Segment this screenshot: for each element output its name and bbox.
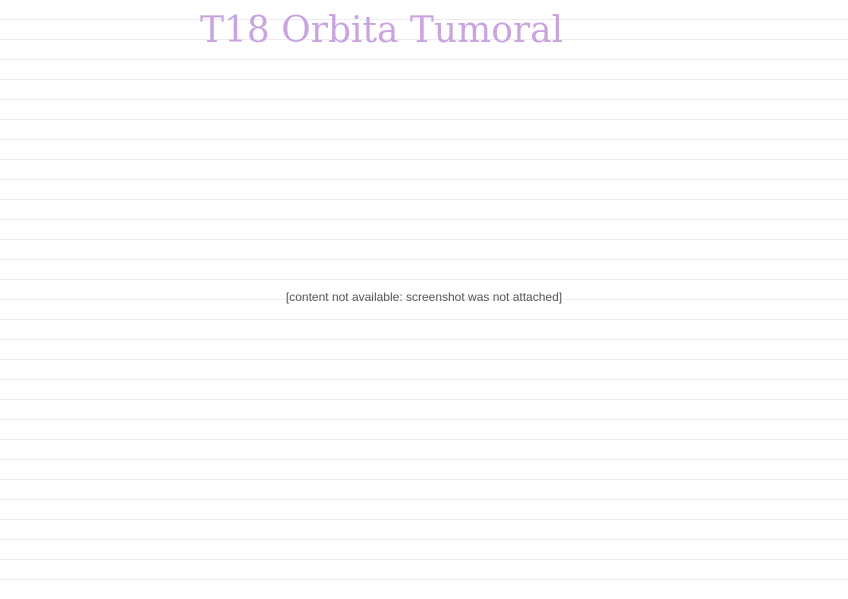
- missing-content-note: [content not available: screenshot was n…: [285, 290, 563, 304]
- page-title: T18 Orbita Tumoral: [200, 10, 564, 51]
